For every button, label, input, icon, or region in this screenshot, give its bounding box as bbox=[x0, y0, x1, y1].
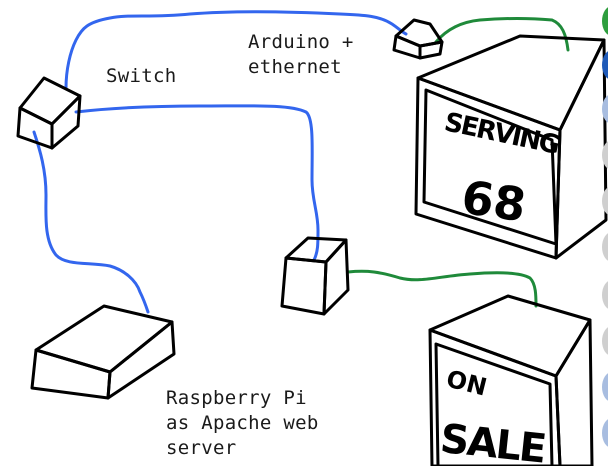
client-node-box bbox=[280, 236, 350, 316]
monitor-top bbox=[414, 34, 608, 260]
cable-switch-to-node bbox=[74, 104, 320, 262]
monitor-bottom bbox=[428, 294, 594, 466]
edge-dot bbox=[602, 232, 608, 262]
pi-label-line1: Raspberry Pi bbox=[166, 387, 307, 409]
edge-dot bbox=[602, 140, 608, 170]
arduino-label-line1: Arduino + bbox=[248, 31, 354, 53]
edge-dot bbox=[602, 372, 608, 402]
edge-dot bbox=[602, 280, 608, 310]
edge-dot bbox=[602, 186, 608, 216]
monitor-top-line2: 68 bbox=[458, 170, 529, 232]
cable-switch-to-arduino bbox=[64, 10, 408, 90]
arduino-board bbox=[392, 18, 444, 60]
network-switch bbox=[16, 76, 82, 150]
edge-dot bbox=[602, 50, 608, 80]
edge-dot bbox=[602, 326, 608, 356]
cable-node-to-monitor bbox=[346, 269, 538, 308]
switch-label: Switch bbox=[106, 65, 177, 87]
edge-strip bbox=[602, 0, 608, 466]
raspberry-pi-box bbox=[30, 304, 176, 400]
cable-arduino-to-monitor bbox=[434, 17, 570, 52]
monitor-bottom-line1: ON bbox=[444, 365, 490, 402]
edge-dot bbox=[602, 418, 608, 448]
arduino-label-line2: ethernet bbox=[248, 56, 342, 78]
cable-switch-to-pi bbox=[32, 130, 150, 314]
edge-dot bbox=[602, 6, 608, 36]
monitor-bottom-line2: SALE bbox=[438, 416, 547, 466]
edge-dot bbox=[602, 94, 608, 124]
pi-label-line2: as Apache web bbox=[166, 412, 319, 434]
monitor-top-line1: SERVING bbox=[442, 107, 562, 160]
pi-label-line3: server bbox=[166, 437, 237, 459]
